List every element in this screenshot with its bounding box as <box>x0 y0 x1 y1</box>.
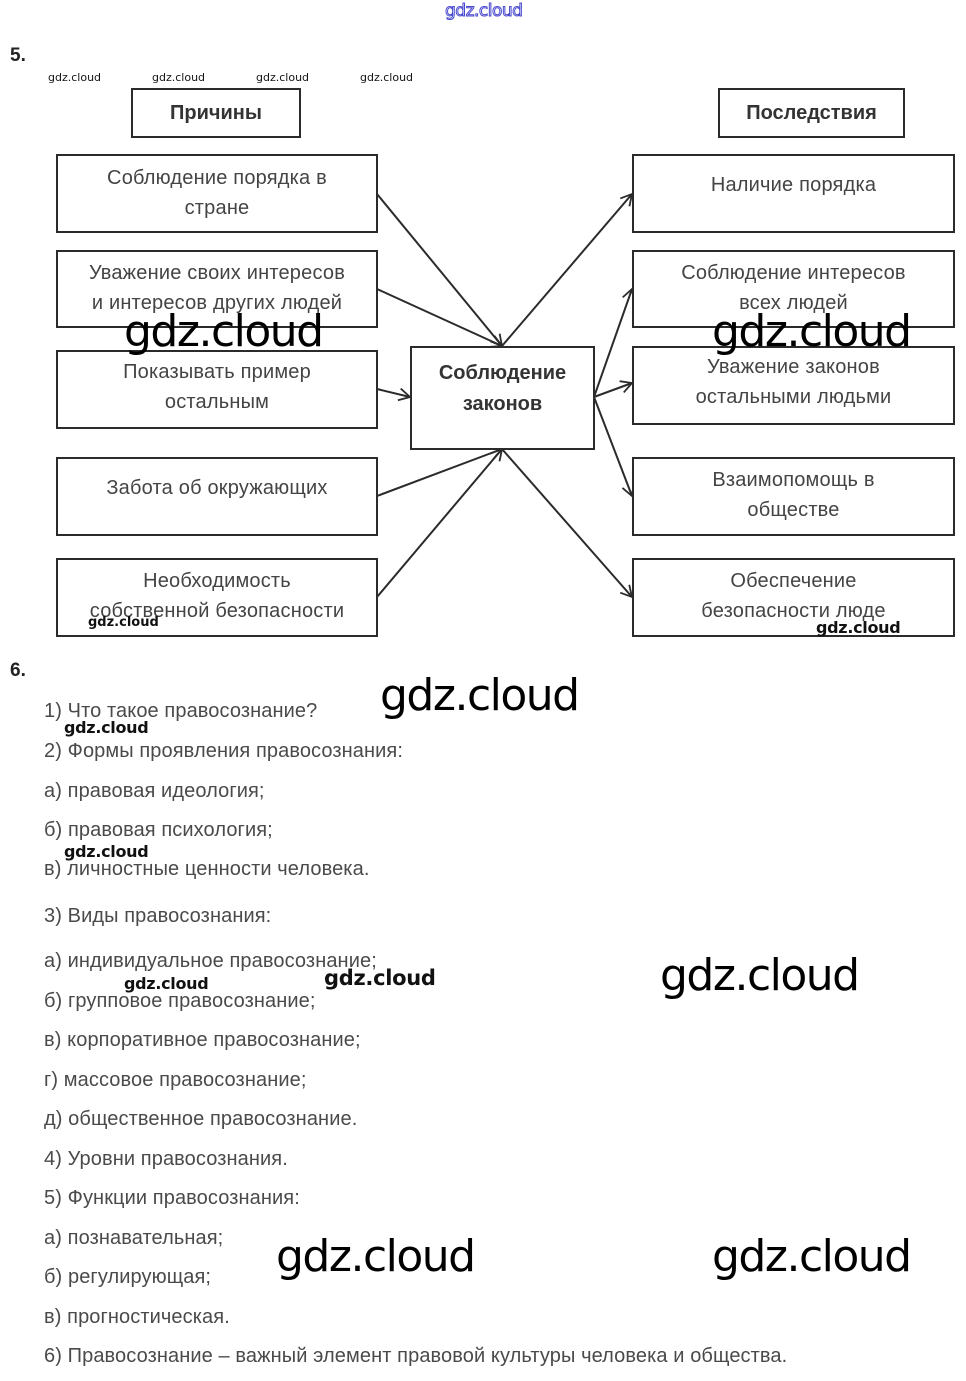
arrow-cause-1 <box>376 193 504 348</box>
answer-line: 4) Уровни правосознания. <box>44 1148 288 1170</box>
consequence-box-1: Наличие порядка <box>632 154 955 233</box>
cause-box-3: Показывать пример остальным <box>56 350 378 429</box>
arrow-consequence-3 <box>593 380 634 398</box>
consequence-text-line2: остальными людьми <box>695 386 892 408</box>
center-text-line1: Соблюдение <box>438 362 567 384</box>
answer-line: б) регулирующая; <box>44 1266 212 1288</box>
watermark-large: gdz.cloud <box>124 306 324 357</box>
arrow-consequence-2 <box>593 287 635 398</box>
consequence-text-line1: Наличие порядка <box>710 174 877 196</box>
task-6-number: 6. <box>10 660 26 681</box>
cause-box-1: Соблюдение порядка в стране <box>56 154 378 233</box>
cause-box-4: Забота об окружающих <box>56 457 378 536</box>
watermark-medium: gdz.cloud <box>324 966 436 990</box>
answer-line: а) правовая идеология; <box>44 780 265 802</box>
consequence-box-5: Обеспечение безопасности люде <box>632 558 955 637</box>
answer-line: а) познавательная; <box>44 1227 224 1249</box>
answer-line: в) прогностическая. <box>44 1306 230 1328</box>
arrow-cause-2 <box>376 288 504 348</box>
watermark-small: gdz.cloud <box>256 71 310 84</box>
watermark-small: gdz.cloud <box>88 615 159 630</box>
watermark-large: gdz.cloud <box>380 670 580 721</box>
center-text-line2: законов <box>462 393 543 415</box>
cause-text-line1: Соблюдение порядка в <box>107 167 327 189</box>
answer-line: 6) Правосознание – важный элемент правов… <box>44 1345 788 1367</box>
center-box: Соблюдение законов <box>410 346 595 450</box>
watermark-medium: gdz.cloud <box>64 718 149 737</box>
answer-line: б) групповое правосознание; <box>44 990 316 1012</box>
consequence-text-line1: Соблюдение интересов <box>681 262 906 284</box>
cause-text-line1: Уважение своих интересов <box>88 262 346 284</box>
answer-line: 1) Что такое правосознание? <box>44 700 318 722</box>
cause-text-line1: Забота об окружающих <box>106 477 328 499</box>
answer-line: в) личностные ценности человека. <box>44 858 370 880</box>
consequence-text-line1: Уважение законов <box>707 356 880 378</box>
consequence-text-line2: безопасности люде <box>701 600 886 622</box>
consequence-box-3: Уважение законов остальными людьми <box>632 346 955 425</box>
answer-line: в) корпоративное правосознание; <box>44 1029 361 1051</box>
diagram-arrows <box>376 192 635 599</box>
task-5-number: 5. <box>10 45 26 66</box>
cause-text-line2: стране <box>184 197 250 219</box>
cause-text-line2: остальным <box>164 391 270 413</box>
watermark-medium: gdz.cloud <box>816 618 901 637</box>
arrow-cause-3 <box>376 387 412 402</box>
watermark-medium: gdz.cloud <box>124 974 209 993</box>
arrow-cause-4 <box>376 446 504 497</box>
watermark-large: gdz.cloud <box>660 950 860 1001</box>
cause-text-line2: собственной безопасности <box>89 600 345 622</box>
answer-line: б) правовая психология; <box>44 819 273 841</box>
consequence-text-line1: Обеспечение <box>730 570 857 592</box>
watermark-small: gdz.cloud <box>152 71 206 84</box>
answer-line: 3) Виды правосознания: <box>44 905 272 927</box>
cause-text-line2: и интересов других людей <box>91 292 343 314</box>
consequence-text-line2: обществе <box>747 499 840 521</box>
watermark-large: gdz.cloud <box>712 306 912 357</box>
consequence-text-line1: Взаимопомощь в <box>712 469 875 491</box>
watermark-small: gdz.cloud <box>360 71 414 84</box>
consequence-box-4: Взаимопомощь в обществе <box>632 457 955 536</box>
cause-box-2: Уважение своих интересов и интересов дру… <box>56 250 378 328</box>
watermark-large: gdz.cloud <box>276 1231 476 1282</box>
consequence-box-2: Соблюдение интересов всех людей <box>632 250 955 328</box>
answer-line: а) индивидуальное правосознание; <box>44 950 377 972</box>
arrow-consequence-5 <box>501 448 634 599</box>
consequence-text-line2: всех людей <box>739 292 848 314</box>
answer-line: г) массовое правосознание; <box>44 1069 307 1091</box>
answer-line: д) общественное правосознание. <box>44 1108 358 1130</box>
answer-line: 5) Функции правосознания: <box>44 1187 300 1209</box>
watermark-large: gdz.cloud <box>712 1231 912 1282</box>
cause-text-line1: Необходимость <box>143 570 291 592</box>
causes-header: Причины <box>131 88 301 138</box>
cause-text-line1: Показывать пример <box>123 361 311 383</box>
watermark-medium: gdz.cloud <box>64 842 149 861</box>
consequences-header: Последствия <box>718 88 905 138</box>
arrow-consequence-4 <box>593 396 635 498</box>
arrow-cause-5 <box>376 447 504 598</box>
answer-line: 2) Формы проявления правосознания: <box>44 740 404 762</box>
arrow-consequence-1 <box>501 192 634 347</box>
watermark-top: gdz.cloud <box>444 1 523 22</box>
watermark-small: gdz.cloud <box>48 71 102 84</box>
cause-box-5: Необходимость собственной безопасности <box>56 558 378 637</box>
